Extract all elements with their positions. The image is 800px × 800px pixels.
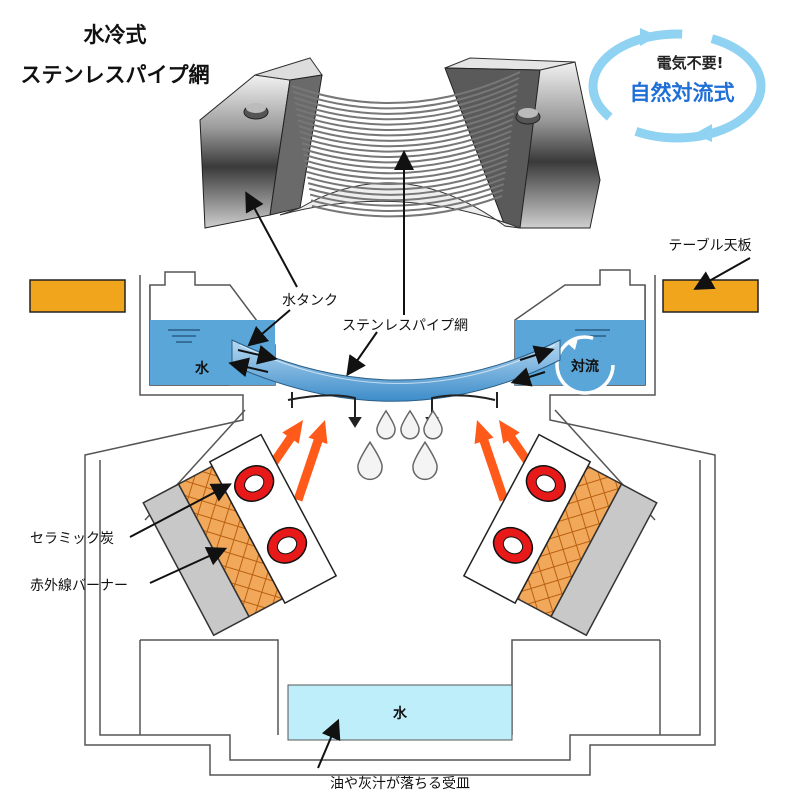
badge-top-text: 電気不要! xyxy=(657,54,724,72)
mesh-pipe xyxy=(292,76,520,110)
mesh-pipe xyxy=(297,106,516,137)
heat-up-arrow-icon xyxy=(266,420,303,471)
mesh-pipe xyxy=(298,112,515,142)
stainless-pipe xyxy=(231,339,561,402)
mesh-pipe xyxy=(309,183,505,207)
water-drop-icon xyxy=(357,440,383,481)
mesh-pipe xyxy=(311,195,503,218)
mesh-pipe xyxy=(308,177,505,202)
mesh-pipe xyxy=(293,82,519,115)
water-label-left: 水 xyxy=(195,360,210,377)
tray-water-label: 水 xyxy=(393,705,408,722)
convection-badge: 電気不要! 自然対流式 xyxy=(588,28,766,143)
label-table-top: テーブル天板 xyxy=(668,237,751,254)
mesh-pipe xyxy=(296,100,517,132)
leader-lines xyxy=(129,150,751,769)
product-photo xyxy=(199,57,601,229)
mesh-pipe xyxy=(305,153,509,180)
water-drop-icon xyxy=(412,440,438,481)
table-top-left xyxy=(29,279,126,313)
mesh-pipe xyxy=(294,88,518,121)
label-infrared-burner: 赤外線バーナー xyxy=(30,578,128,594)
drip-tray-water xyxy=(287,684,513,741)
badge-ring xyxy=(588,29,766,143)
heat-up-arrow-icon xyxy=(474,420,509,502)
label-stainless-mesh: ステンレスパイプ網 xyxy=(342,318,468,334)
label-water-tank: 水タンク xyxy=(282,293,338,309)
table-top-right xyxy=(662,279,759,313)
mesh-pipe xyxy=(295,94,517,126)
mesh-pipes xyxy=(291,71,521,218)
water-drop-icon xyxy=(376,409,396,440)
badge-arrow-icon xyxy=(640,28,658,46)
water-drops xyxy=(357,409,443,481)
title-line1: 水冷式 xyxy=(84,23,147,47)
heat-up-arrow-icon xyxy=(293,420,328,502)
convection-label: 対流 xyxy=(570,358,599,375)
mesh-pipe xyxy=(307,171,506,196)
convection-icon xyxy=(555,335,615,395)
mesh-pipe xyxy=(310,189,504,212)
label-ceramic-charcoal: セラミック炭 xyxy=(30,531,114,547)
mesh-pipe xyxy=(299,118,514,148)
badge-arrow-icon xyxy=(694,124,712,142)
burner-right xyxy=(462,433,658,637)
mesh-pipe xyxy=(306,165,507,191)
mesh-pipe xyxy=(291,71,521,105)
badge-main-text: 自然対流式 xyxy=(630,81,735,105)
mesh-pipe xyxy=(306,159,508,185)
water-drop-icon xyxy=(423,409,443,440)
label-drip-tray: 油や灰汁が落ちる受皿 xyxy=(330,776,470,792)
water-drop-icon xyxy=(400,409,420,440)
flow-arrows xyxy=(228,344,555,387)
pipe-highlight xyxy=(239,344,556,384)
title-line2: ステンレスパイプ網 xyxy=(21,63,210,87)
mesh-pipe xyxy=(304,147,510,175)
